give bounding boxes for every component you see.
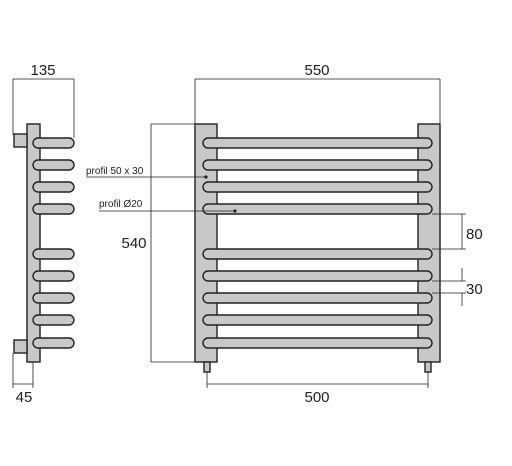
label-profile-frame: profil 50 x 30 [86,166,144,177]
front-bar [202,137,433,149]
dim-bg [125,233,149,251]
dim-axis-width: 500 [304,389,329,406]
side-bar [32,181,75,193]
wall-bracket-top [13,133,28,148]
side-bar [32,337,75,349]
side-bar [32,292,75,304]
front-view: 550 540 profil 50 x 30 profil Ø20 [86,62,483,406]
dim-spacing: 30 [466,281,483,298]
dim-spacing-group: 80 [466,226,483,243]
dim-side-depth: 135 [30,62,55,79]
leader-dot [204,175,208,179]
side-bar [32,270,75,282]
front-bar [202,270,433,282]
front-bar [202,159,433,171]
front-bar [202,181,433,193]
side-view: 135 45 [12,62,75,406]
leader-dot [233,209,237,213]
front-bar [202,248,433,260]
front-bar [202,337,433,349]
dim-total-width: 550 [304,62,329,79]
side-bar [32,159,75,171]
dim-total-height: 540 [121,235,146,252]
connector-left [203,361,211,373]
connector-right [424,361,432,373]
side-bar [32,203,75,215]
label-profile-bar: profil Ø20 [99,199,143,210]
dim-side-offset: 45 [16,389,33,406]
front-bar [202,314,433,326]
side-bar [32,137,75,149]
front-bar [202,292,433,304]
wall-bracket-bottom [13,339,28,354]
front-bar [202,203,433,215]
side-bar [32,314,75,326]
side-bar [32,248,75,260]
